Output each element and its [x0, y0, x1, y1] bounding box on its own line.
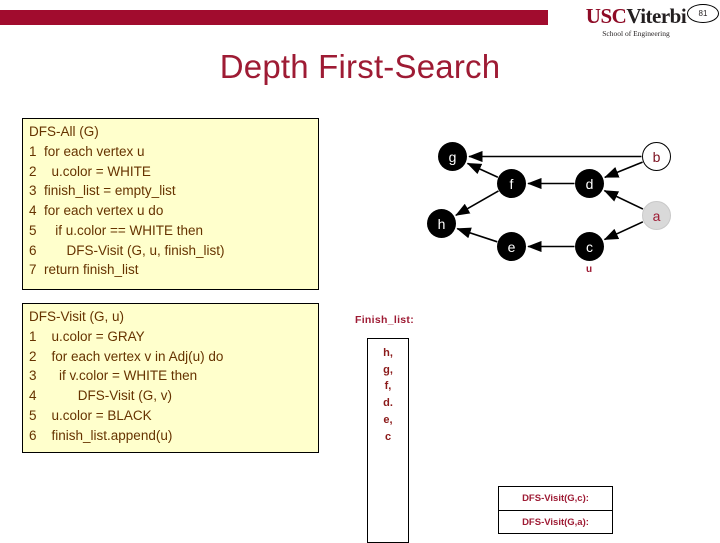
graph-edge-a-d [603, 189, 644, 210]
logo-wordmark: USCViterbi [576, 6, 696, 27]
graph-node-c: c [575, 232, 604, 261]
code-line: 3 finish_list = empty_list [29, 183, 176, 199]
finish-list-item: c [384, 430, 392, 443]
call-stack-frame: DFS-Visit(G,c): [522, 493, 589, 504]
graph-node-b: b [642, 142, 671, 171]
graph-edge-a-c [603, 221, 644, 241]
code-line: DFS-All (G) [29, 124, 99, 139]
code-line: 4 for each vertex u do [29, 203, 164, 219]
pseudocode-box-dfs-all: DFS-All (G) 1 for each vertex u 2 u.color … [22, 118, 319, 290]
finish-list-item: f, [384, 380, 392, 393]
call-stack-frame: DFS-Visit(G,a): [499, 510, 612, 533]
code-line: 1 u.color = GRAY [29, 328, 145, 344]
graph-edge-f-g [466, 162, 499, 178]
code-line: 2 u.color = WHITE [29, 163, 151, 179]
code-line: 5 u.color = BLACK [29, 407, 152, 423]
header-accent-bar [0, 10, 548, 25]
graph-edge-e-h [456, 227, 498, 243]
graph-node-g: g [438, 142, 467, 171]
finish-list-title: Finish_list: [355, 314, 415, 326]
code-line: 2 for each vertex v in Adj(u) do [29, 348, 224, 364]
finish-list-item: d. [383, 397, 393, 410]
graph-node-d: d [575, 169, 604, 198]
graph-node-f: f [497, 169, 526, 198]
code-line: 6 DFS-Visit (G, u, finish_list) [29, 242, 225, 258]
call-stack-panel: DFS-Visit(G,c): DFS-Visit(G,a): [498, 486, 613, 534]
page-title: Depth First-Search [219, 48, 501, 85]
current-vertex-marker: u [586, 264, 593, 275]
graph-node-e: e [497, 232, 526, 261]
code-line: 4 DFS-Visit (G, v) [29, 388, 173, 404]
graph-node-h: h [427, 209, 456, 238]
finish-list-item: e, [383, 413, 393, 426]
graph-diagram: g b f d h a e c u [410, 128, 710, 293]
pseudocode-box-dfs-visit: DFS-Visit (G, u) 1 u.color = GRAY 2 for ea… [22, 303, 319, 453]
logo-subtitle: School of Engineering [602, 29, 670, 38]
logo-usc-text: USC [585, 4, 627, 28]
code-line: 6 finish_list.append(u) [29, 427, 173, 443]
code-line: 5 if u.color == WHITE then [29, 222, 204, 238]
code-line: DFS-Visit (G, u) [29, 309, 125, 324]
code-line: 3 if v.color = WHITE then [29, 368, 198, 384]
code-line: 1 for each vertex u [29, 143, 145, 159]
finish-list-item: h, [383, 347, 393, 359]
finish-list-box: h, g, f, d. e, c [367, 338, 409, 543]
slide-number-badge: 81 [687, 4, 719, 23]
graph-edge-b-d [604, 161, 643, 179]
code-line: 7 return finish_list [29, 262, 139, 278]
graph-edge-f-h [455, 190, 499, 217]
graph-node-a: a [642, 201, 671, 230]
usc-viterbi-logo: USCViterbi School of Engineering [576, 6, 696, 40]
finish-list-item: g, [383, 363, 393, 376]
graph-edges-layer [455, 150, 644, 253]
logo-viterbi-text: Viterbi [626, 4, 687, 28]
